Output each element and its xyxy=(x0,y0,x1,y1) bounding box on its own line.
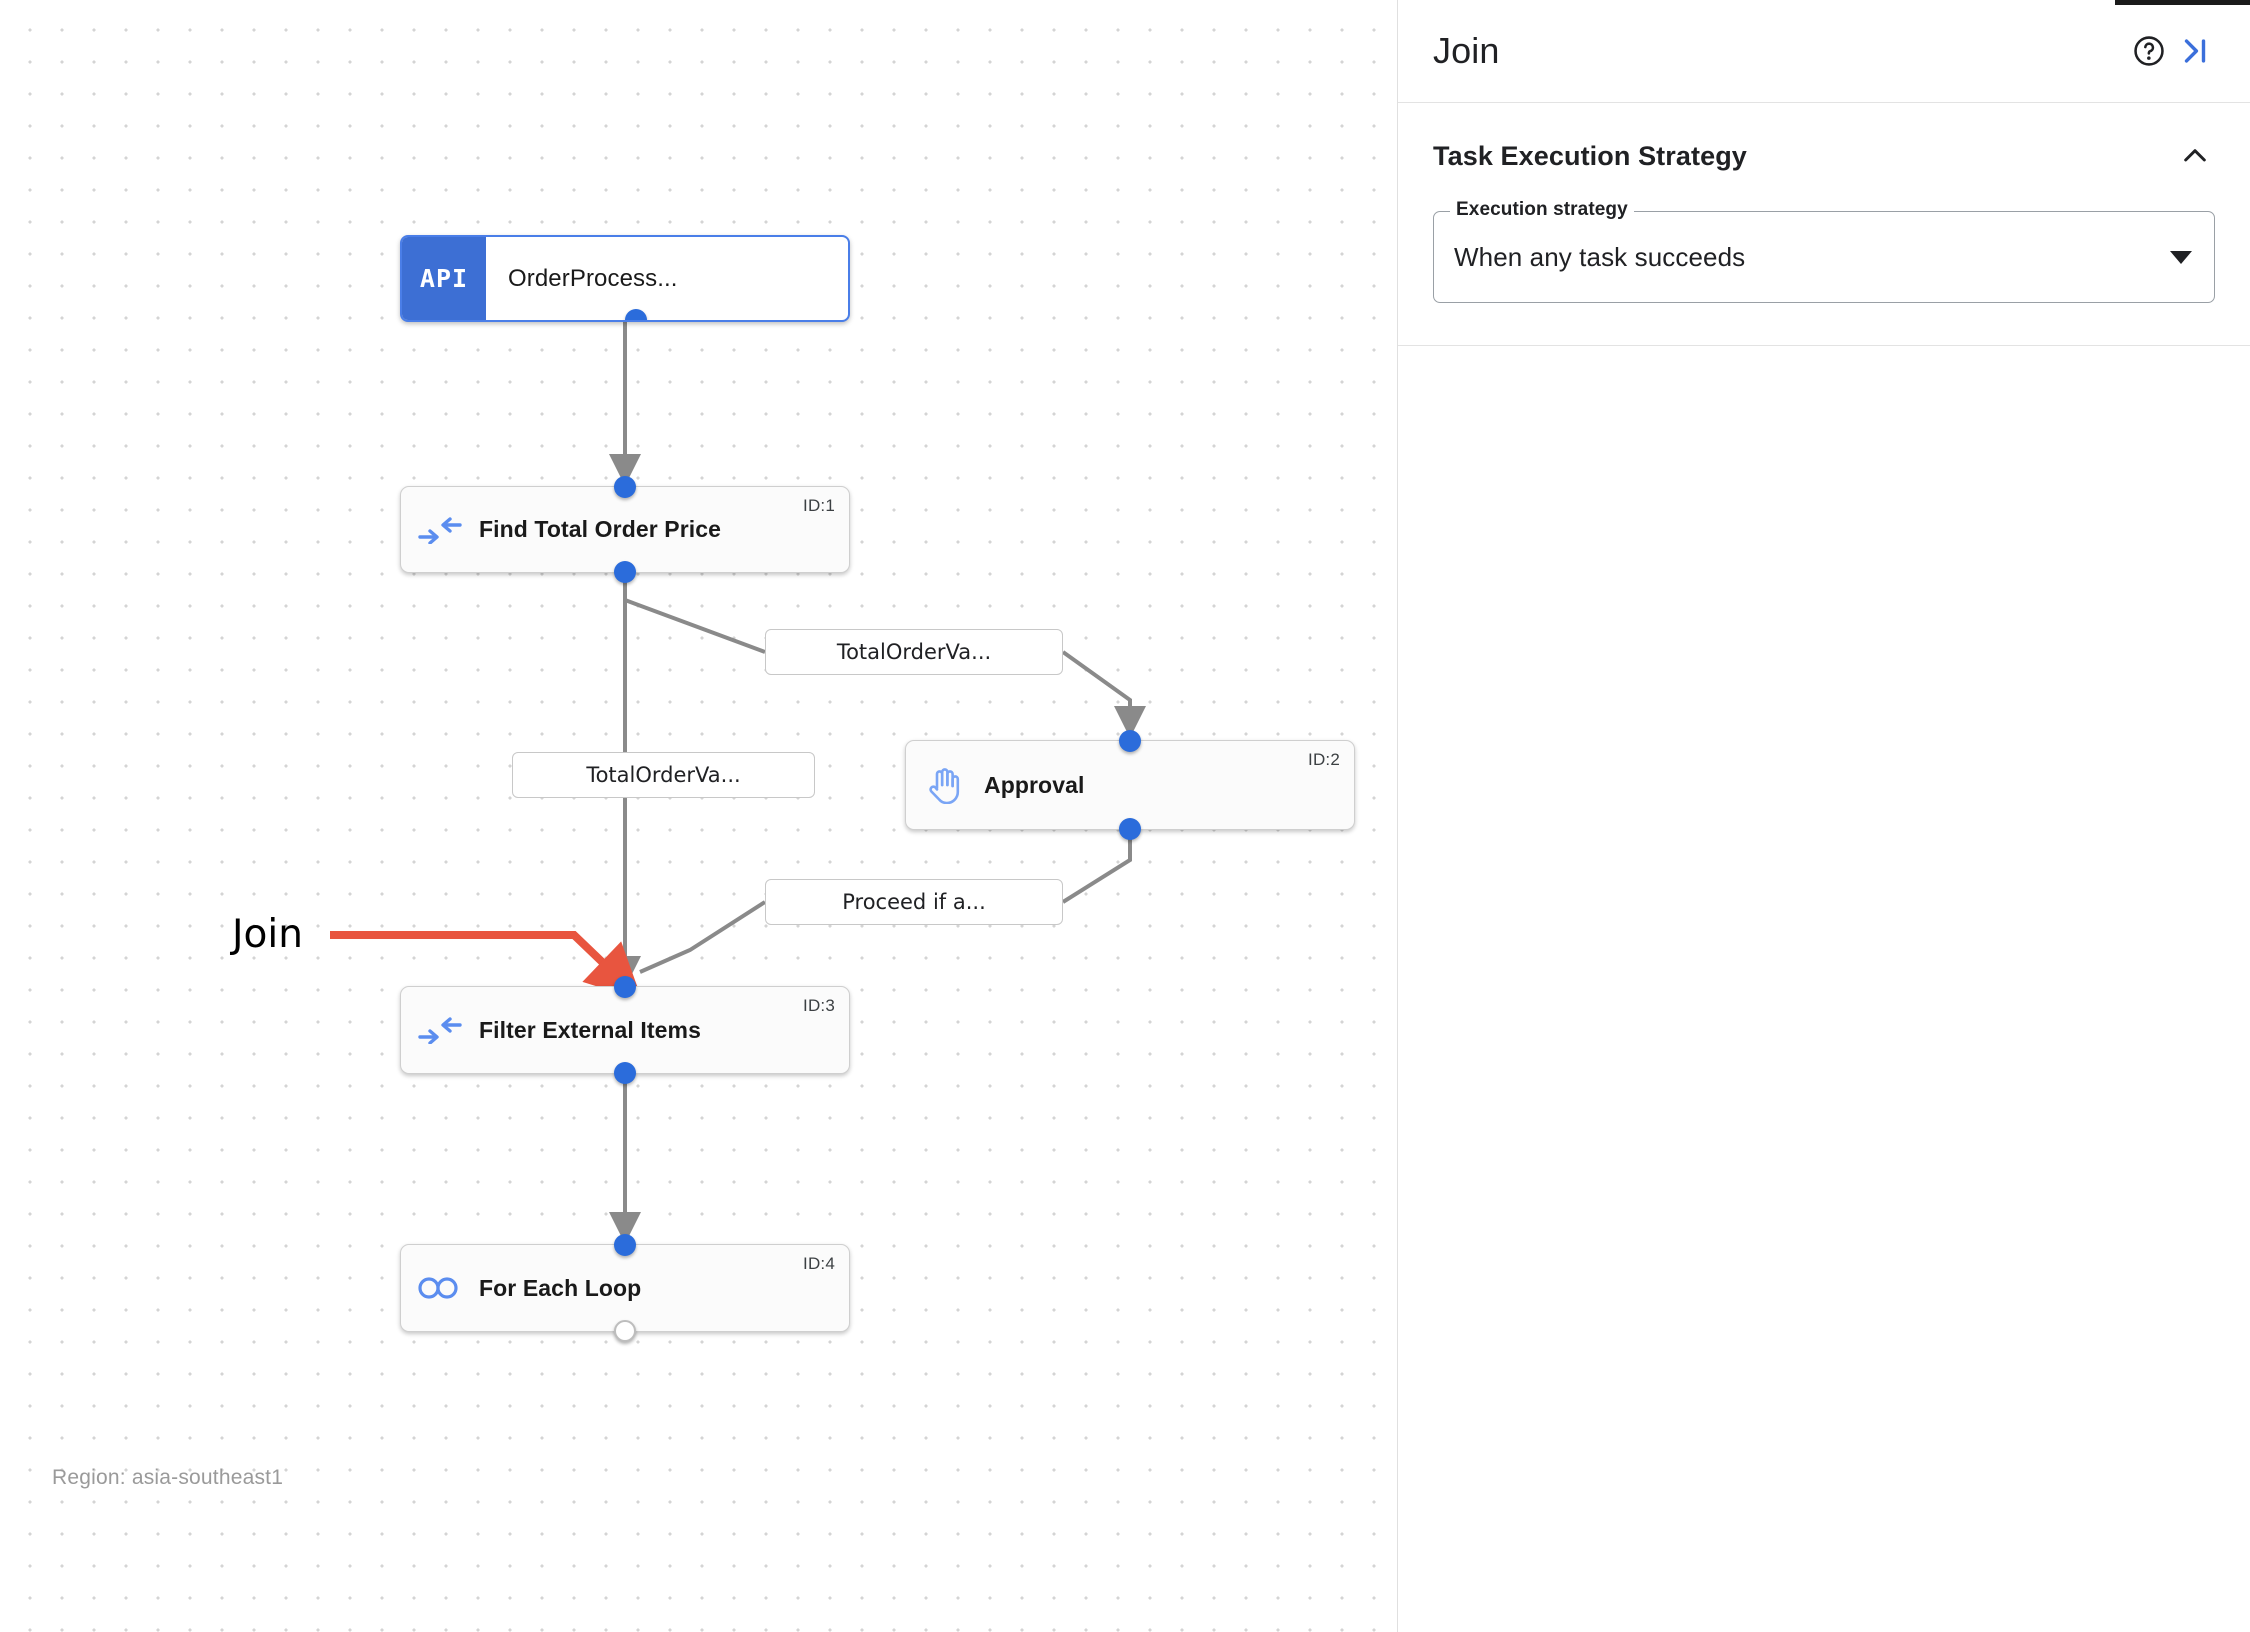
node-title: Find Total Order Price xyxy=(479,516,722,542)
edge-label-totalordervalue-1[interactable]: TotalOrderVa... xyxy=(765,629,1063,675)
node-title: For Each Loop xyxy=(479,1274,642,1301)
node-input-port[interactable] xyxy=(614,976,636,998)
join-arrows-icon xyxy=(401,1016,479,1044)
execution-strategy-select[interactable]: When any task succeeds xyxy=(1433,211,2215,303)
collapse-panel-icon[interactable] xyxy=(2172,28,2218,74)
panel-top-accent-bar xyxy=(2115,0,2250,5)
node-title: Filter External Items xyxy=(479,1016,701,1043)
section-title: Task Execution Strategy xyxy=(1433,140,1747,171)
edge-label-proceed-if[interactable]: Proceed if a... xyxy=(765,879,1063,925)
chevron-down-icon[interactable] xyxy=(2170,250,2192,264)
panel-header: Join xyxy=(1398,0,2250,103)
node-output-port[interactable] xyxy=(625,309,648,320)
node-find-total-order-price[interactable]: Find Total Order Price ID:1 xyxy=(400,476,850,583)
node-id-label: ID:3 xyxy=(803,996,835,1015)
region-label: Region: asia-southeast1 xyxy=(52,1466,284,1489)
node-input-port[interactable] xyxy=(1119,730,1141,752)
annotation-arrow xyxy=(330,931,643,1001)
node-output-port[interactable] xyxy=(614,561,636,583)
properties-panel: Join Task Execution Strategy xyxy=(1397,0,2250,1632)
node-loop-output-port[interactable] xyxy=(614,1320,636,1342)
hand-raised-icon xyxy=(906,766,984,804)
workflow-canvas[interactable]: Join TotalOrderVa... TotalOrderVa... Pro… xyxy=(0,0,1397,1632)
panel-title: Join xyxy=(1433,30,1500,71)
help-circle-icon[interactable] xyxy=(2126,28,2172,74)
node-title: OrderProcess... xyxy=(508,264,678,292)
node-id-label: ID:4 xyxy=(803,1254,835,1273)
edge-label-text: Proceed if a... xyxy=(842,890,986,914)
node-input-port[interactable] xyxy=(614,1234,636,1256)
node-input-port[interactable] xyxy=(614,476,636,498)
task-execution-strategy-section-header[interactable]: Task Execution Strategy xyxy=(1433,103,2215,209)
panel-body: Task Execution Strategy When any task su… xyxy=(1398,103,2250,303)
node-output-port[interactable] xyxy=(614,1062,636,1084)
node-id-label: ID:1 xyxy=(803,496,835,515)
node-order-process-trigger[interactable]: API OrderProcess... xyxy=(400,235,850,322)
node-title: Approval xyxy=(984,771,1085,798)
edge-label-totalordervalue-2[interactable]: TotalOrderVa... xyxy=(512,752,815,798)
chevron-up-icon[interactable] xyxy=(2175,136,2215,176)
join-arrows-icon xyxy=(401,516,479,544)
node-for-each-loop[interactable]: For Each Loop ID:4 xyxy=(400,1234,850,1342)
panel-section-divider xyxy=(1398,345,2250,346)
edge-label-text: TotalOrderVa... xyxy=(836,640,992,664)
execution-strategy-field: When any task succeeds Execution strateg… xyxy=(1433,199,2215,303)
execution-strategy-value: When any task succeeds xyxy=(1454,241,1746,272)
node-approval[interactable]: Approval ID:2 xyxy=(905,730,1355,840)
node-output-port[interactable] xyxy=(1119,818,1141,840)
infinity-loop-icon xyxy=(401,1275,479,1301)
execution-strategy-label: Execution strategy xyxy=(1450,199,1634,221)
node-id-label: ID:2 xyxy=(1308,750,1340,769)
annotation-label: Join xyxy=(232,912,303,957)
node-filter-external-items[interactable]: Filter External Items ID:3 xyxy=(400,976,850,1084)
api-icon: API xyxy=(402,237,486,320)
edge-label-text: TotalOrderVa... xyxy=(586,763,741,787)
